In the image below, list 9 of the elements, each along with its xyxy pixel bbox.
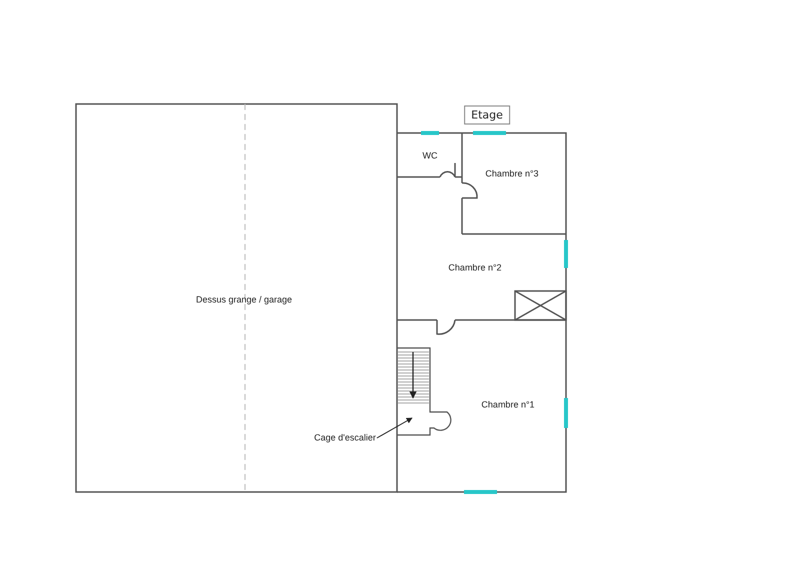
- room-label: Chambre n°2: [448, 262, 502, 274]
- room-label: Cage d'escalier: [314, 432, 376, 444]
- staircase-drawing: [397, 347, 452, 436]
- room-label: Dessus grange / garage: [196, 294, 292, 306]
- leader-line: [376, 418, 413, 438]
- room-label: Chambre n°1: [481, 400, 535, 410]
- room-label: Chambre n°3: [485, 168, 539, 180]
- room-label: WC: [422, 150, 438, 162]
- floor-label: Etage: [464, 106, 510, 124]
